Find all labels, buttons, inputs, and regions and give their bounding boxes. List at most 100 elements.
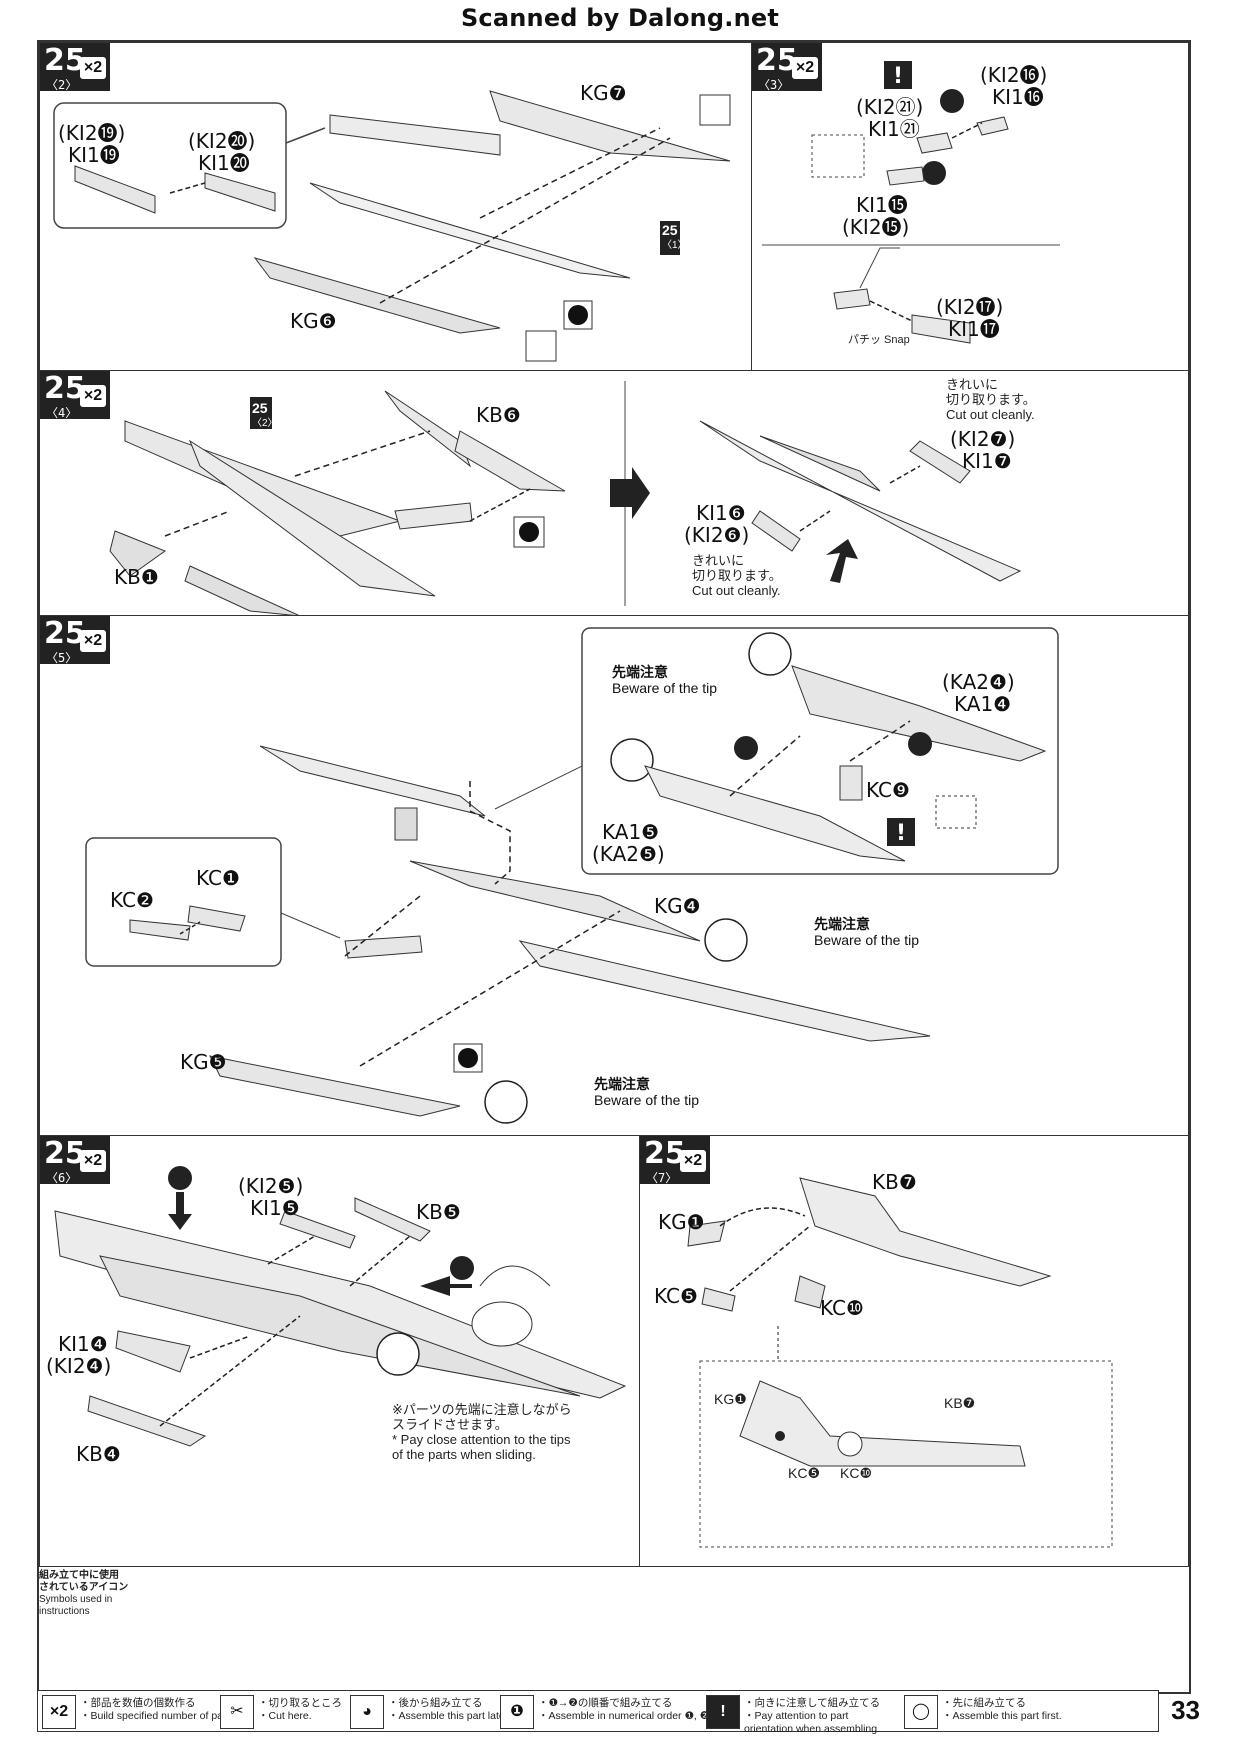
step-25-2-illustration xyxy=(53,90,731,362)
part-label-ki2-5: (KI2❺) xyxy=(238,1174,304,1198)
step-25-6-panel: 25 〈6〉 ×2 (KI2❺) KI1❺ KB❺ KI1❹ xyxy=(39,1135,641,1567)
icons-used-caption: 組み立て中に使用 されているアイコン Symbols used in instr… xyxy=(39,1570,129,1617)
step-substep: 〈3〉 xyxy=(758,78,790,92)
beware-tip-warning-3: 先端注意 Beware of the tip xyxy=(594,1076,700,1108)
part-label-kc10: KC❿ xyxy=(820,1296,864,1320)
part-label-kc2: KC❷ xyxy=(110,888,154,912)
part-label-ka1-5: KA1❺ xyxy=(602,820,660,844)
legend-item-assemble-first: ◯ ・先に組み立てる・Assemble this part first. xyxy=(904,1695,1064,1729)
part-label-ki2-15: (KI2⓯) xyxy=(842,215,910,239)
part-label-kb4: KB❹ xyxy=(76,1442,121,1466)
beware-tip-warning-2: 先端注意 Beware of the tip xyxy=(814,916,920,948)
part-label-ki2-6: (KI2❻) xyxy=(684,523,750,547)
multiplier-badge: ×2 xyxy=(80,630,106,652)
step-number: 25 xyxy=(756,43,798,78)
inset-label-kg1: KG❶ xyxy=(714,1391,747,1407)
assemble-later-icon: ◕ xyxy=(350,1695,384,1729)
step-reference-number: 25 xyxy=(662,222,678,238)
svg-text:!: ! xyxy=(893,64,903,89)
assemble-first-icon: ◯ xyxy=(904,1695,938,1729)
step-25-7-illustration xyxy=(687,1177,1113,1548)
step-25-3-illustration: ! xyxy=(762,61,1060,344)
part-label-kb7: KB❼ xyxy=(872,1170,917,1194)
part-label-ki1-5: KI1❺ xyxy=(250,1196,300,1220)
snap-label: パチッ Snap xyxy=(848,334,910,346)
part-label-ki1-21: KI1㉑ xyxy=(868,117,920,141)
instruction-sheet: 25 〈2〉 ×2 KG❼ KG❻ (KI2⓳) KI1⓳ (KI2⓴) xyxy=(37,40,1191,1694)
step-25-5-illustration: ! xyxy=(85,627,1059,1124)
step-badge: 25 〈7〉 ×2 xyxy=(640,1136,710,1185)
step-badge: 25 〈3〉 ×2 xyxy=(752,43,822,92)
part-label-ki1-20: KI1⓴ xyxy=(198,151,250,175)
part-label-ki2-20: (KI2⓴) xyxy=(188,129,256,153)
part-label-ki2-16: (KI2⓰) xyxy=(980,63,1048,87)
step-substep: 〈6〉 xyxy=(46,1171,78,1185)
symbol-legend: ×2 ・部品を数値の個数作る・Build specified number of… xyxy=(37,1690,1159,1735)
step-badge: 25 〈5〉 ×2 xyxy=(40,616,110,665)
step-number: 25 xyxy=(44,371,86,406)
step-25-4-illustration xyxy=(109,381,1022,616)
part-label-kb1: KB❶ xyxy=(114,565,159,589)
step-badge: 25 〈4〉 ×2 xyxy=(40,371,110,420)
step-substep: 〈7〉 xyxy=(646,1171,678,1185)
cut-cleanly-note-bottom: きれいに 切り取ります。 Cut out cleanly. xyxy=(692,553,782,598)
step-badge: 25 〈2〉 ×2 xyxy=(40,43,110,92)
part-label-ki1-7: KI1❼ xyxy=(962,449,1012,473)
multiplier-badge: ×2 xyxy=(680,1150,706,1172)
part-label-kg5: KG❺ xyxy=(180,1050,227,1074)
page-number: 33 xyxy=(1171,1695,1200,1725)
multiplier-badge: ×2 xyxy=(80,1150,106,1172)
multiplier-badge: ×2 xyxy=(792,57,818,79)
step-badge: 25 〈6〉 ×2 xyxy=(40,1136,110,1185)
part-label-kc1: KC❶ xyxy=(196,866,240,890)
step-25-6-illustration xyxy=(54,1166,627,1447)
legend-item-assemble-later: ◕ ・後から組み立てる・Assemble this part later. xyxy=(350,1695,511,1729)
part-label-ki2-7: (KI2❼) xyxy=(950,427,1016,451)
step-25-4-panel: 25 〈4〉 ×2 KB❻ xyxy=(39,370,1189,617)
multiplier-badge: ×2 xyxy=(80,57,106,79)
scan-banner: Scanned by Dalong.net xyxy=(460,4,780,32)
part-label-ki1-4: KI1❹ xyxy=(58,1332,108,1356)
part-label-ki1-19: KI1⓳ xyxy=(68,143,120,167)
legend-item-numerical-order: ❶ ・❶→❷の順番で組み立てる・Assemble in numerical or… xyxy=(500,1695,718,1729)
part-label-ki2-17: (KI2⓱) xyxy=(936,295,1004,319)
step-reference-number: 25 xyxy=(252,400,268,416)
multiplier-icon: ×2 xyxy=(42,1695,76,1729)
exclamation-icon: ! xyxy=(706,1695,740,1729)
legend-item-multiplier: ×2 ・部品を数値の個数作る・Build specified number of… xyxy=(42,1695,238,1729)
part-label-kb6: KB❻ xyxy=(476,403,521,427)
inset-label-kc5: KC❺ xyxy=(788,1465,820,1481)
part-label-kc9: KC❾ xyxy=(866,778,910,802)
inset-label-kc10: KC❿ xyxy=(840,1465,872,1481)
step-25-7-panel: 25 〈7〉 ×2 KB❼ KG❶ KC❺ KC❿ KG❶ KB❼ KC❺ KC… xyxy=(639,1135,1189,1567)
part-label-ka2-4: (KA2❹) xyxy=(942,670,1015,694)
part-label-ki1-16: KI1⓰ xyxy=(992,85,1044,109)
step-25-5-panel: 25 〈5〉 ×2 xyxy=(39,615,1189,1137)
part-label-ki2-19: (KI2⓳) xyxy=(58,121,126,145)
part-label-ki1-6: KI1❻ xyxy=(696,501,746,525)
part-label-ka2-5: (KA2❺) xyxy=(592,842,665,866)
step-reference-sub: 〈1〉 xyxy=(662,240,688,251)
svg-text:!: ! xyxy=(896,821,906,846)
part-label-ki1-15: KI1⓯ xyxy=(856,193,908,217)
cut-cleanly-note-top: きれいに 切り取ります。 Cut out cleanly. xyxy=(946,377,1036,422)
step-25-3-panel: 25 〈3〉 ×2 ! (KI2⓰) KI1⓰ (KI2㉑) KI1㉑ KI1⓯… xyxy=(751,42,1189,372)
part-label-kc5: KC❺ xyxy=(654,1284,698,1308)
part-label-kb5: KB❺ xyxy=(416,1200,461,1224)
legend-item-orientation: ! ・向きに注意して組み立てる・Pay attention to part or… xyxy=(706,1695,898,1735)
part-label-kg6: KG❻ xyxy=(290,309,337,333)
step-number: 25 xyxy=(44,616,86,651)
inset-label-kb7: KB❼ xyxy=(944,1395,976,1411)
multiplier-badge: ×2 xyxy=(80,385,106,407)
part-label-ki2-21: (KI2㉑) xyxy=(856,95,924,119)
numerical-order-icon: ❶ xyxy=(500,1695,534,1729)
cut-icon: ✂ xyxy=(220,1695,254,1729)
part-label-ka1-4: KA1❹ xyxy=(954,692,1012,716)
step-reference-sub: 〈2〉 xyxy=(252,418,278,429)
part-label-ki1-17: KI1⓱ xyxy=(948,317,1000,341)
part-label-kg7: KG❼ xyxy=(580,81,627,105)
step-substep: 〈4〉 xyxy=(46,406,78,420)
step-number: 25 xyxy=(44,43,86,78)
step-number: 25 xyxy=(44,1136,86,1171)
step-substep: 〈5〉 xyxy=(46,651,78,665)
